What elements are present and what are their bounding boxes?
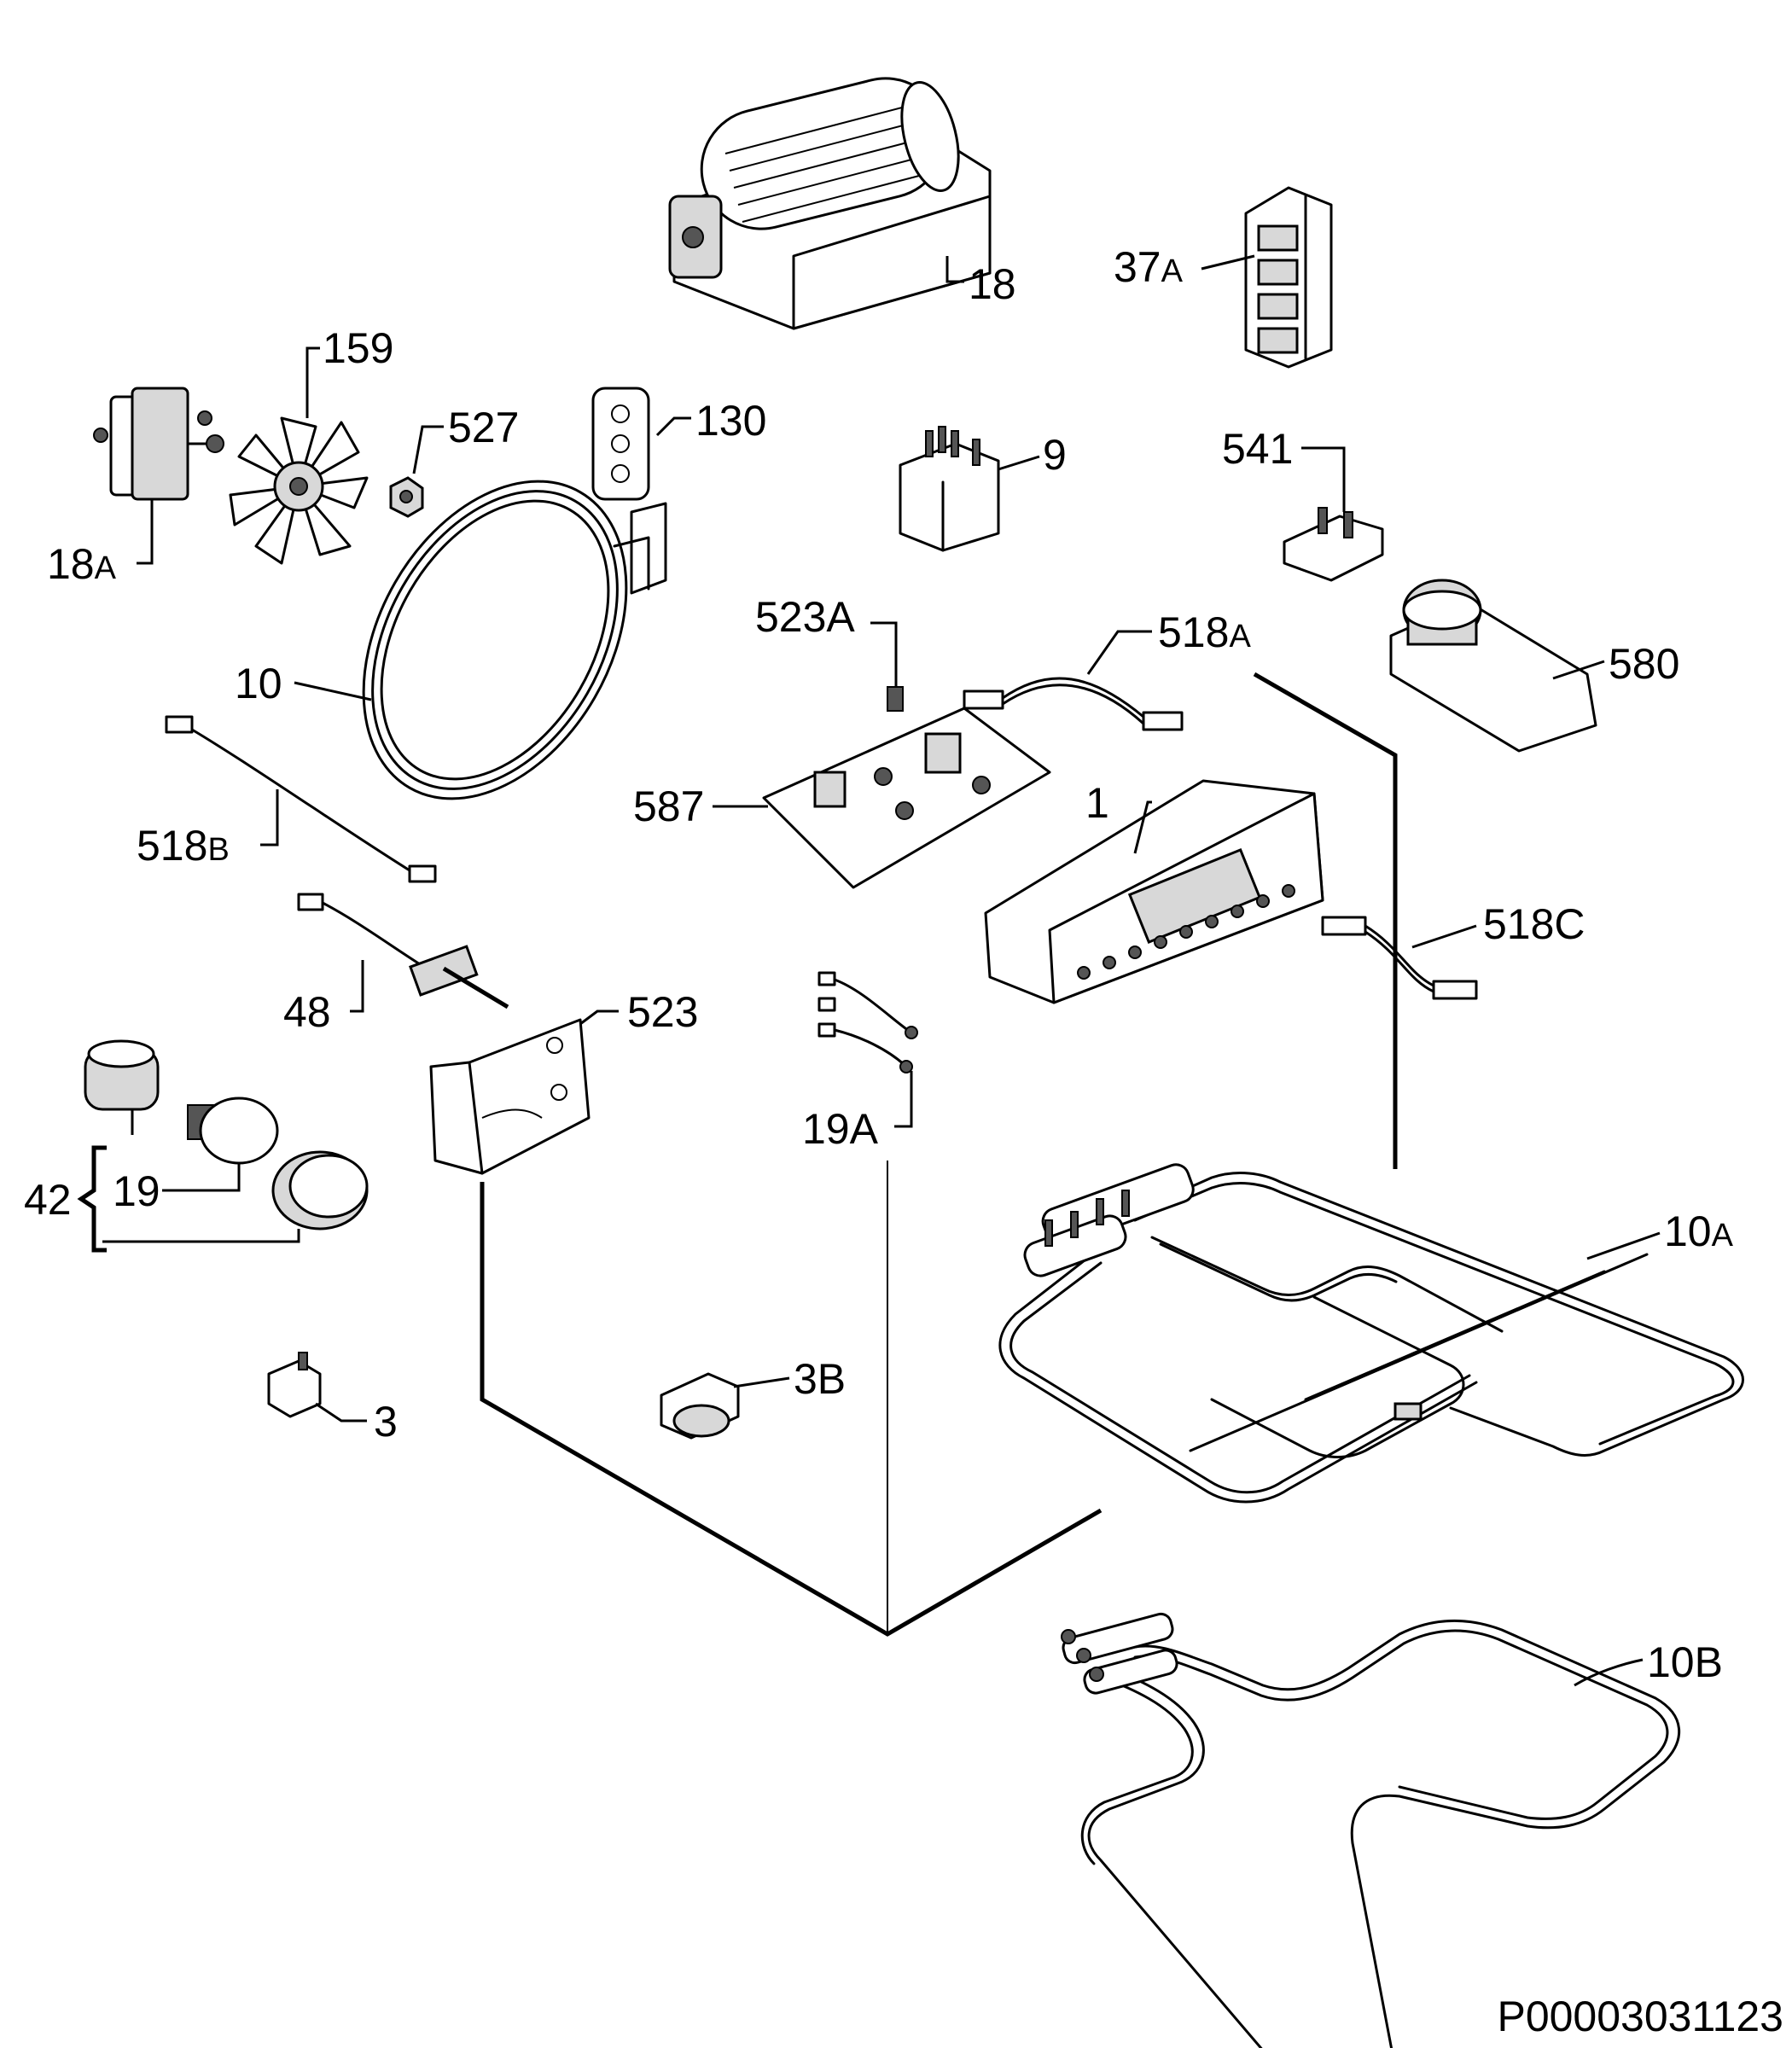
part-label-527: 527 bbox=[448, 404, 519, 451]
part-label-587: 587 bbox=[633, 783, 704, 830]
door-lock-drawing bbox=[1389, 579, 1605, 753]
part-label-518a: 518A bbox=[1158, 608, 1251, 656]
part-label-523a: 523A bbox=[755, 593, 855, 641]
cable-518c-drawing bbox=[1321, 916, 1478, 1000]
part-label-1: 1 bbox=[1085, 779, 1109, 827]
fan-motor-drawing bbox=[93, 387, 224, 565]
part-label-19a: 19A bbox=[802, 1105, 879, 1153]
part-label-10: 10 bbox=[235, 660, 282, 707]
part-label-130: 130 bbox=[695, 397, 766, 445]
cable-518b-drawing bbox=[165, 715, 437, 883]
lamp-assembly-drawing bbox=[77, 1039, 369, 1253]
part-label-541: 541 bbox=[1222, 425, 1293, 473]
part-label-518c: 518C bbox=[1483, 900, 1585, 948]
switch-drawing bbox=[1283, 446, 1384, 582]
part-label-37a: 37A bbox=[1114, 243, 1184, 291]
thermostat-3-drawing bbox=[267, 1352, 367, 1423]
lower-element-10b-drawing bbox=[1061, 1612, 1681, 2048]
part-label-18: 18 bbox=[969, 260, 1016, 308]
control-panel-drawing bbox=[984, 779, 1324, 1004]
part-label-18a: 18A bbox=[47, 540, 117, 588]
part-label-42: 42 bbox=[24, 1176, 72, 1224]
drawing-code: P00003031123 bbox=[1497, 1993, 1783, 2040]
relay-drawing bbox=[899, 426, 1040, 552]
gasket-drawing bbox=[591, 387, 691, 501]
terminal-block-drawing bbox=[1244, 186, 1333, 369]
part-label-3: 3 bbox=[374, 1398, 398, 1446]
sensor-523a-drawing bbox=[870, 621, 904, 712]
temperature-probe-drawing bbox=[297, 893, 509, 1013]
fan-blade-drawing bbox=[229, 346, 369, 565]
part-label-19: 19 bbox=[113, 1167, 160, 1215]
part-label-3b: 3B bbox=[794, 1355, 846, 1403]
part-label-159: 159 bbox=[323, 324, 393, 372]
part-label-48: 48 bbox=[283, 988, 331, 1036]
part-label-518b: 518B bbox=[137, 822, 230, 870]
part-label-9: 9 bbox=[1043, 431, 1067, 479]
oven-body-outline bbox=[480, 672, 1398, 1637]
thermostat-3b-drawing bbox=[660, 1372, 790, 1440]
cable-518a-drawing bbox=[963, 630, 1184, 731]
thermocouple-19a-drawing bbox=[817, 971, 918, 1128]
part-label-10a: 10A bbox=[1664, 1207, 1734, 1255]
tangential-fan-drawing bbox=[668, 77, 992, 330]
circuit-board-drawing bbox=[713, 707, 1051, 889]
part-label-580: 580 bbox=[1609, 640, 1679, 688]
part-label-523: 523 bbox=[627, 988, 698, 1036]
circular-heating-element-drawing bbox=[294, 480, 667, 800]
grill-element-10a-drawing bbox=[998, 1163, 1744, 1504]
part-label-10b: 10B bbox=[1647, 1638, 1723, 1686]
bracket-drawing bbox=[429, 1009, 619, 1175]
nut-drawing bbox=[389, 425, 444, 518]
